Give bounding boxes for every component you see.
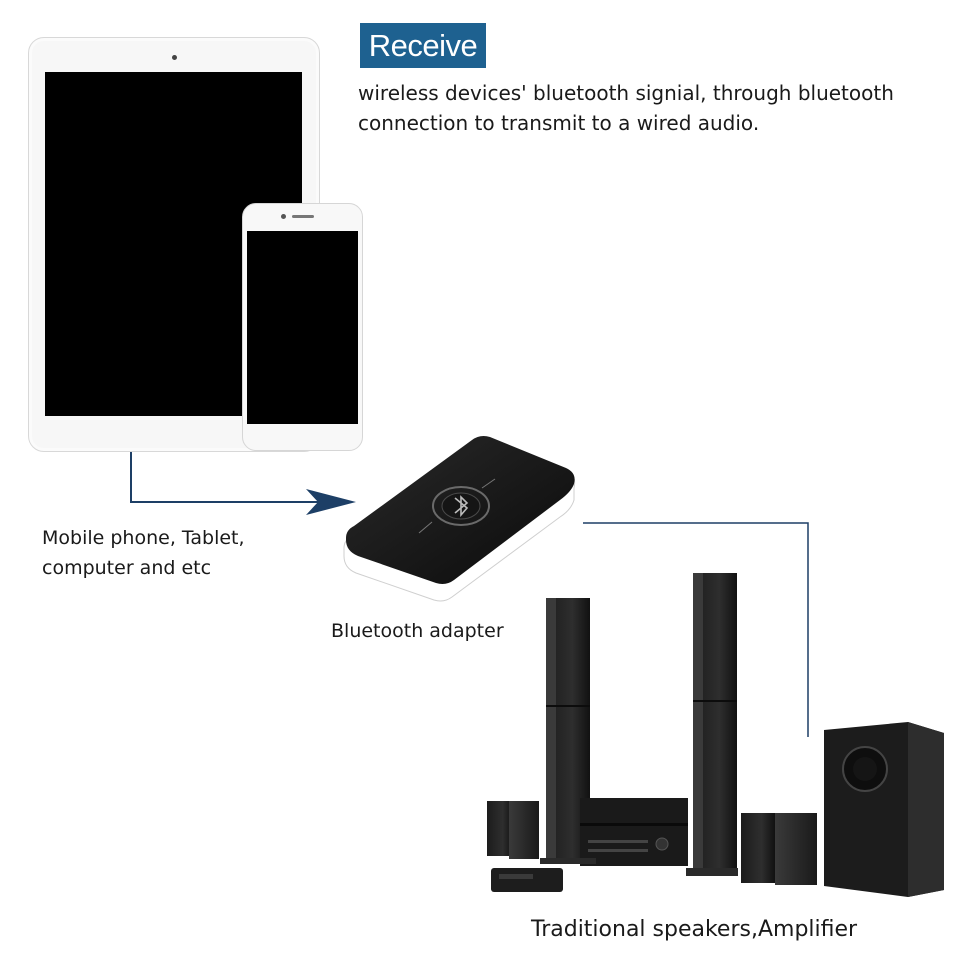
source-label-line-1: Mobile phone, Tablet, <box>42 527 245 549</box>
speaker-system <box>487 573 944 897</box>
output-connector-line <box>583 522 809 737</box>
tablet-camera <box>172 55 177 60</box>
source-label-line-2: computer and etc <box>42 557 212 579</box>
arrow-icon <box>306 489 356 515</box>
receive-badge: Receive <box>360 23 486 68</box>
description-line-1: wireless devices' bluetooth signial, thr… <box>358 81 894 105</box>
source-devices-label: Mobile phone, Tablet, computer and etc <box>42 523 245 583</box>
phone-camera <box>281 214 286 219</box>
bluetooth-adapter <box>343 436 576 602</box>
speakers-label: Traditional speakers,Amplifier <box>531 917 858 942</box>
description-line-2: connection to transmit to a wired audio. <box>358 111 760 135</box>
adapter-label: Bluetooth adapter <box>331 620 504 642</box>
phone-speaker <box>292 215 314 218</box>
input-connector-line <box>130 452 318 503</box>
phone-screen <box>247 231 358 424</box>
receive-description: wireless devices' bluetooth signial, thr… <box>358 78 918 138</box>
phone-device <box>242 203 363 451</box>
